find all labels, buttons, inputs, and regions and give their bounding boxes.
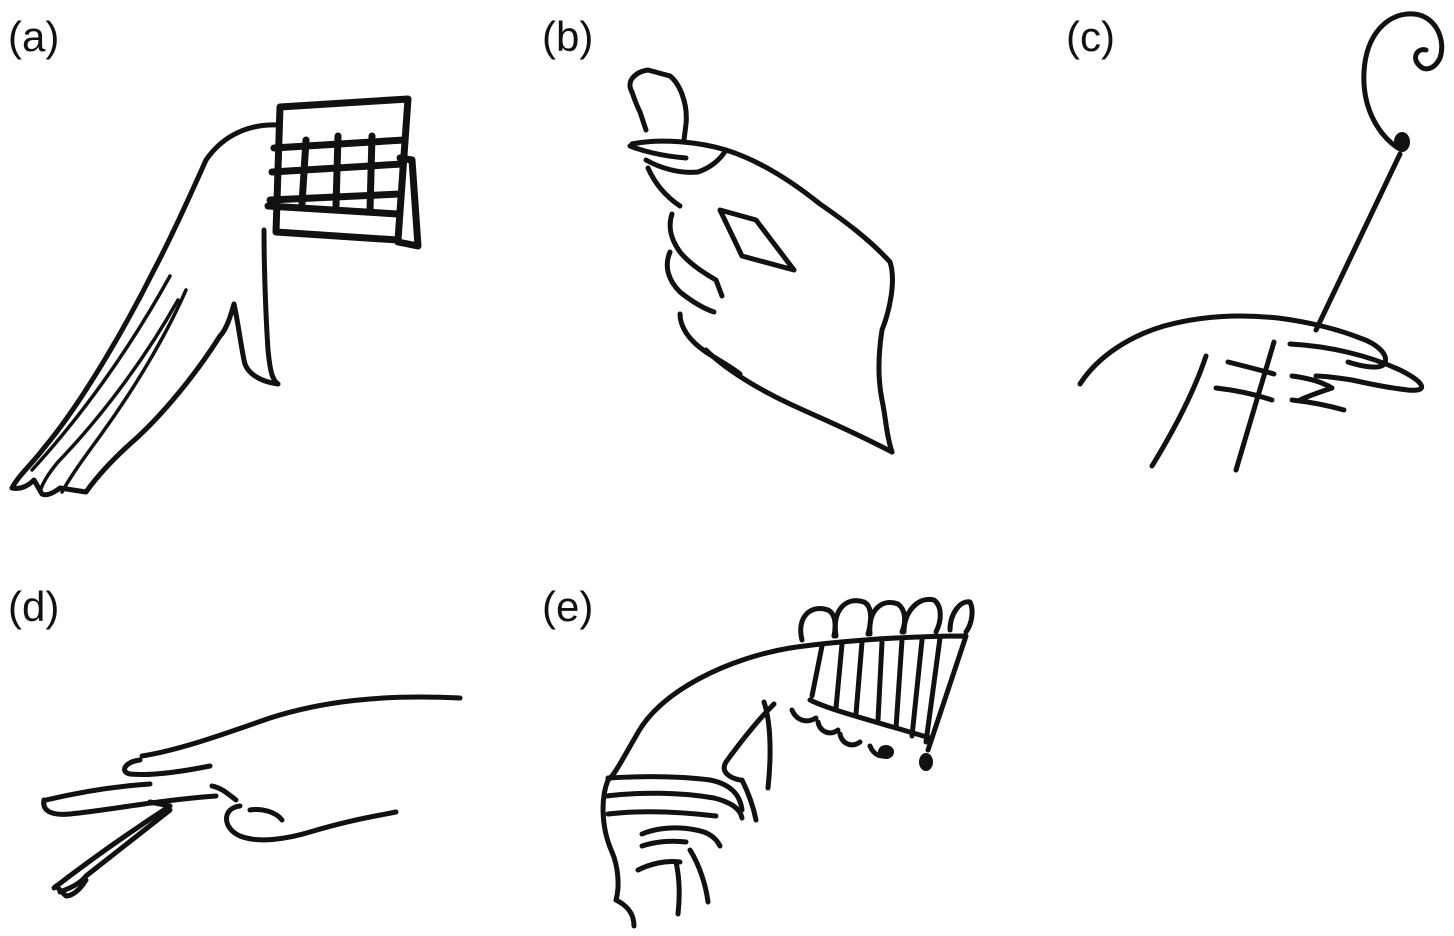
panel-label: (e) [542, 583, 594, 630]
figure-panel-c: (c) [1060, 0, 1454, 473]
figure-panel-d: (d) [0, 570, 480, 936]
figure-panel-e: (e) [530, 570, 1010, 936]
hand-on-strings-with-scroll-icon [1077, 11, 1445, 473]
hand-holding-grid-icon [9, 95, 422, 498]
panel-label: (c) [1066, 13, 1115, 60]
figure-panel-a: (a) [0, 0, 480, 498]
figure-panel-b: (b) [530, 0, 1010, 460]
hand-gripping-ribbed-object-icon [600, 596, 975, 929]
hand-pinching-object-icon [627, 67, 895, 455]
panel-label: (b) [542, 13, 594, 60]
panel-label: (d) [8, 583, 60, 630]
panel-label: (a) [8, 13, 60, 60]
hand-resting-on-stick-icon [41, 694, 463, 899]
